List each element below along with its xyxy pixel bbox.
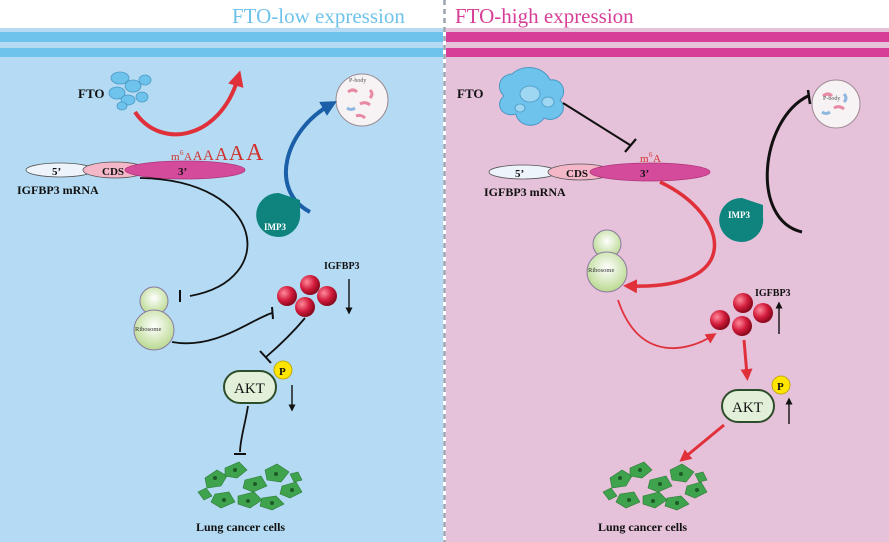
cell-nuclei bbox=[213, 468, 294, 505]
igfbp3-to-akt-inhibition bbox=[265, 317, 306, 358]
ribosome-icon-high bbox=[586, 229, 628, 293]
m6a-sup: 6 bbox=[180, 149, 184, 157]
igfbp3-protein-icon bbox=[277, 275, 337, 317]
phosphate-label: P bbox=[279, 366, 286, 378]
akt-label-high: AKT bbox=[732, 400, 763, 416]
m6a-m: m bbox=[171, 151, 180, 163]
mrna-cds-label-high: CDS bbox=[566, 168, 588, 180]
fto-cluster-icon bbox=[108, 71, 152, 111]
akt-label: AKT bbox=[234, 381, 265, 397]
cells-label-high: Lung cancer cells bbox=[598, 520, 687, 534]
akt-to-cells-inhibition bbox=[239, 405, 249, 453]
mrna-label: IGFBP3 mRNA bbox=[17, 183, 99, 197]
imp3-to-pbody-inhibition bbox=[765, 94, 809, 234]
cell-nuclei-high bbox=[618, 468, 699, 505]
igfbp3-mrna bbox=[25, 160, 246, 180]
mrna-cds-label: CDS bbox=[102, 166, 124, 178]
mrna-label-high: IGFBP3 mRNA bbox=[484, 185, 566, 199]
poly-a-2: A bbox=[203, 148, 214, 164]
left-panel-title: FTO-low expression bbox=[232, 4, 405, 28]
inhibition-bar-akt bbox=[259, 350, 272, 364]
fto-activity-arrow bbox=[133, 70, 244, 137]
inhibition-bar-igfbp3 bbox=[271, 306, 274, 320]
poly-a-1: A bbox=[193, 148, 203, 163]
imp3-protein-icon-high bbox=[719, 197, 764, 242]
fto-label-high: FTO bbox=[457, 86, 484, 101]
phosphate-label-high: P bbox=[777, 381, 784, 393]
mrna-to-ribosome-arrow bbox=[623, 180, 717, 294]
poly-a-5: A bbox=[246, 140, 264, 166]
m6a-m-high: m bbox=[640, 153, 649, 165]
p-body-icon bbox=[335, 73, 389, 127]
fto-cluster-icon-high bbox=[499, 66, 565, 126]
mrna-5-label: 5’ bbox=[52, 166, 61, 178]
inhibition-bar-m6a bbox=[624, 138, 637, 153]
fto-to-m6a-inhibition bbox=[562, 102, 631, 146]
left-membrane-stripe-inner bbox=[0, 48, 443, 57]
ribosome-label-high: Ribosome bbox=[588, 267, 614, 274]
akt-protein-icon-high bbox=[721, 389, 775, 423]
akt-protein-icon bbox=[223, 370, 277, 404]
igfbp3-mrna-high bbox=[488, 162, 711, 182]
ribosome-to-igfbp3-arrow bbox=[617, 299, 717, 349]
ribosome-to-igfbp3-inhibition bbox=[171, 312, 273, 345]
m6a-high: m 6 A bbox=[640, 151, 661, 165]
imp3-label-high: IMP3 bbox=[728, 210, 750, 220]
inhibition-bar-pbody bbox=[806, 89, 812, 105]
igfbp3-protein-icon-high bbox=[710, 293, 773, 336]
fto-label: FTO bbox=[78, 86, 105, 101]
imp3-label: IMP3 bbox=[264, 222, 286, 232]
m6a-a: A bbox=[184, 151, 192, 163]
right-membrane-stripe-outer bbox=[446, 32, 889, 42]
phosphate-icon bbox=[273, 360, 293, 380]
left-membrane-stripe-outer bbox=[0, 32, 443, 42]
ribosome-label: Ribosome bbox=[135, 326, 161, 333]
m6a-a-high: A bbox=[653, 153, 661, 165]
mrna-3utr bbox=[124, 160, 246, 180]
p-body-label-high: P-body bbox=[823, 96, 840, 102]
poly-a-4: A bbox=[229, 141, 245, 165]
poly-a-3: A bbox=[215, 144, 228, 164]
igfbp3-label: IGFBP3 bbox=[324, 261, 360, 272]
lung-cancer-cells-icon bbox=[197, 461, 303, 511]
imp3-protein-icon bbox=[256, 192, 301, 237]
mrna-5-label-high: 5’ bbox=[515, 168, 524, 180]
mrna-3-label: 3’ bbox=[178, 166, 187, 178]
igfbp3-to-akt-arrow bbox=[740, 339, 753, 381]
p-body-label: P-body bbox=[349, 78, 366, 84]
ribosome-icon bbox=[133, 286, 175, 351]
m6a-poly-a: m 6 A A A A A A bbox=[171, 140, 264, 166]
mrna-3utr-high bbox=[589, 162, 711, 182]
phosphate-icon-high bbox=[771, 375, 791, 395]
right-panel-title: FTO-high expression bbox=[455, 4, 634, 28]
mrna-3-label-high: 3’ bbox=[640, 168, 649, 180]
p-body-icon-high bbox=[811, 79, 861, 129]
mrna-to-ribosome-inhibition bbox=[139, 177, 249, 297]
akt-to-cells-arrow bbox=[679, 423, 725, 462]
m6a-sup-high: 6 bbox=[649, 151, 653, 159]
igfbp3-label-high: IGFBP3 bbox=[755, 288, 791, 299]
right-membrane-stripe-inner bbox=[446, 48, 889, 57]
cells-label: Lung cancer cells bbox=[196, 520, 285, 534]
